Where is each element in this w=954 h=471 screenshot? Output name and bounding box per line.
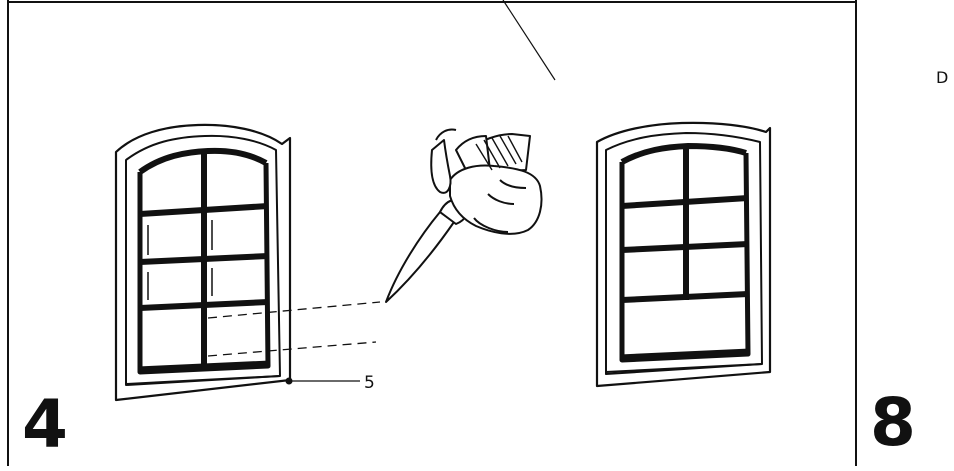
callout-5: 5 (285, 373, 375, 393)
pointer-line (502, 0, 556, 81)
window-left-icon (114, 123, 292, 402)
window-right-icon (595, 121, 772, 388)
hand-with-knife-icon (385, 128, 543, 303)
panel-frame (7, 0, 857, 466)
callout-label-5: 5 (364, 373, 375, 393)
side-letter: D (936, 68, 949, 87)
step-number-left: 4 (22, 386, 68, 463)
cut-guide-lines (207, 301, 381, 357)
step-number-right: 8 (870, 384, 916, 461)
